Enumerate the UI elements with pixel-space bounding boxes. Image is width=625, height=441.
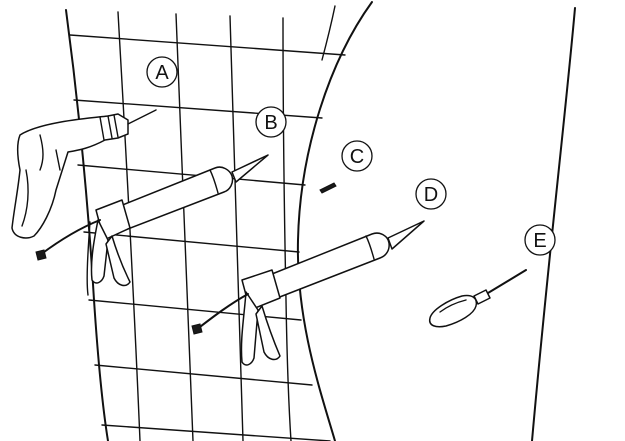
callout-e: E bbox=[524, 224, 556, 256]
callout-d-label: D bbox=[424, 184, 438, 206]
drill-icon bbox=[11, 109, 157, 239]
screw-icon bbox=[319, 182, 337, 194]
callout-b: B bbox=[255, 106, 287, 138]
callout-e-label: E bbox=[533, 230, 546, 252]
callout-a-label: A bbox=[155, 62, 169, 84]
screwdriver-icon bbox=[428, 269, 527, 328]
caulking-gun-icon bbox=[35, 154, 269, 296]
callout-c: C bbox=[341, 140, 373, 172]
wall-panel bbox=[531, 7, 576, 441]
callout-b-label: B bbox=[264, 112, 277, 134]
callout-c-label: C bbox=[350, 146, 364, 168]
callout-d: D bbox=[415, 178, 447, 210]
caulking-gun-icon-2 bbox=[191, 220, 425, 366]
callout-a: A bbox=[146, 56, 178, 88]
